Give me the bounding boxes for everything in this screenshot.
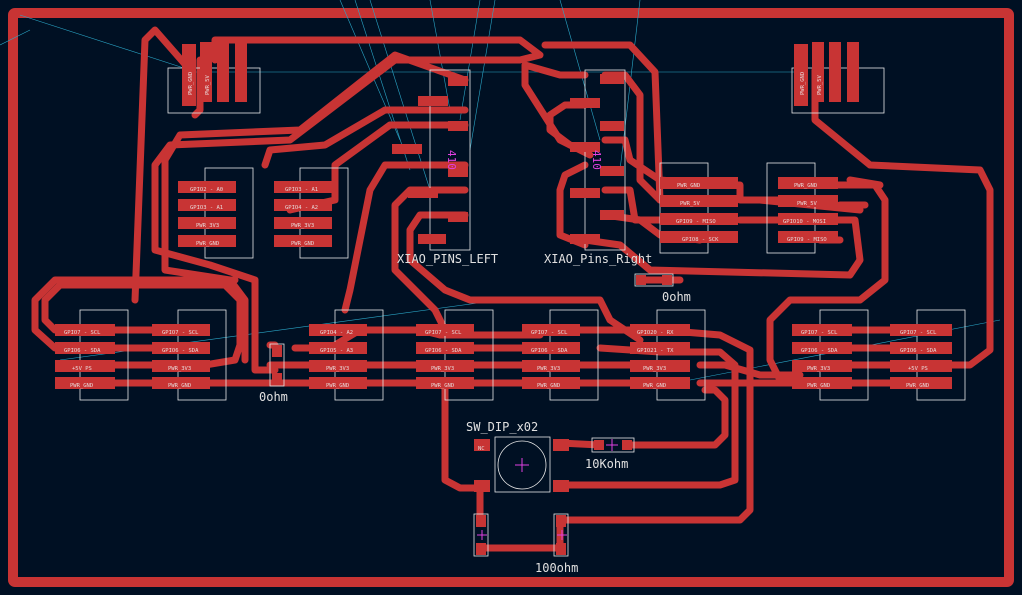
pad-label: GPIO7 - SCL	[425, 330, 462, 336]
header-spi-right[interactable]: PWR_GND PWR_5V GPIO10 - MOSI GPIO9 - MIS…	[778, 177, 838, 243]
pad-label: GPIO10 - MOSI	[783, 219, 826, 225]
fab-markers: 410 410	[445, 150, 618, 540]
top-left-connector[interactable]: PWR_GND PWR_5V	[182, 42, 247, 106]
ref-0ohm-right: 0ohm	[662, 290, 691, 304]
pad-label: PWR_GND	[196, 241, 219, 247]
pad-label: GPIO7 - SCL	[64, 330, 101, 336]
ref-10kohm: 10Kohm	[585, 457, 628, 471]
pad-label: +5V PS	[908, 366, 928, 372]
pad-label: GPIO6 - SDA	[900, 348, 937, 354]
pad-label: GPIO3 - A1	[190, 205, 223, 211]
ref-sw-dip: SW_DIP_x02	[466, 420, 538, 434]
board-edge-outline	[8, 8, 1014, 587]
pad-label: PWR_5V	[797, 201, 818, 207]
header-i2c-4[interactable]: GPIO7 - SCL GPIO6 - SDA PWR_3V3 PWR_GND	[522, 324, 580, 389]
pad-label: NC	[478, 446, 485, 452]
pad-label: GPIO21 - TX	[637, 348, 674, 354]
sw-dip-pads[interactable]: NC	[474, 439, 569, 492]
pad-label: PWR_3V3	[431, 366, 454, 372]
ref-100ohm: 100ohm	[535, 561, 578, 575]
pad-label: PWR_GND	[70, 383, 93, 389]
pad-label: GPIO3 - A1	[285, 187, 318, 193]
pad-label: GPIO8 - SCK	[682, 237, 719, 243]
copper-traces	[31, 26, 994, 552]
header-i2c-3[interactable]: GPIO7 - SCL GPIO6 - SDA PWR_3V3 PWR_GND	[416, 324, 474, 389]
header-i2c-6[interactable]: GPIO7 - SCL GPIO6 - SDA +5V PS PWR_GND	[890, 324, 952, 389]
ref-xiao-left: XIAO_PINS_LEFT	[397, 252, 498, 266]
fab-text-right: 410	[590, 150, 603, 170]
header-a0-a1[interactable]: GPIO2 - A0 GPIO3 - A1 PWR_3V3 PWR_GND	[178, 181, 236, 247]
header-i2c-2[interactable]: GPIO7 - SCL GPIO6 - SDA PWR_3V3 PWR_GND	[152, 324, 210, 389]
pad-label: GPIO6 - SDA	[531, 348, 568, 354]
pad-label: GPIO6 - SDA	[425, 348, 462, 354]
header-i2c-5[interactable]: GPIO7 - SCL GPIO6 - SDA PWR_3V3 PWR_GND	[792, 324, 852, 389]
silkscreen-outlines	[79, 67, 966, 557]
resistor-pads[interactable]	[272, 275, 672, 555]
pad-label: PWR_3V3	[807, 366, 830, 372]
xiao-right-pads[interactable]	[570, 74, 624, 244]
pad-label: +5V PS	[72, 366, 92, 372]
pad-label: GPIO7 - SCL	[900, 330, 937, 336]
pad-label: PWR_GND	[168, 383, 191, 389]
pad-label: GPIO4 - A2	[320, 330, 353, 336]
pad-label: GPIO6 - SDA	[801, 348, 838, 354]
pad-label: PWR_3V3	[168, 366, 191, 372]
pad-label: PWR_GND	[188, 72, 194, 95]
pad-label: GPIO4 - A2	[285, 205, 318, 211]
pad-label: PWR_3V3	[537, 366, 560, 372]
pad-label: PWR_3V3	[196, 223, 219, 229]
pad-label: GPIO6 - SDA	[64, 348, 101, 354]
pad-label: PWR_5V	[680, 201, 701, 207]
pad-label: PWR_GND	[537, 383, 560, 389]
pad-label: GPIO9 - MISO	[787, 237, 827, 243]
pad-label: PWR_GND	[677, 183, 700, 189]
pad-label: PWR_GND	[906, 383, 929, 389]
pad-label: GPIO7 - SCL	[531, 330, 568, 336]
header-a2-a3[interactable]: GPIO4 - A2 GPIO5 - A3 PWR_3V3 PWR_GND	[309, 324, 367, 389]
fab-text-left: 410	[445, 150, 458, 170]
ref-xiao-right: XIAO_Pins_Right	[544, 252, 652, 266]
pad-label: PWR_5V	[817, 74, 823, 95]
pad-label: PWR_GND	[643, 383, 666, 389]
pad-label: GPIO2 - A0	[190, 187, 223, 193]
header-spi-left[interactable]: PWR_GND PWR_5V GPIO9 - MISO GPIO8 - SCK	[660, 177, 738, 243]
pad-label: GPIO5 - A3	[320, 348, 353, 354]
header-i2c-1[interactable]: GPIO7 - SCL GPIO6 - SDA +5V PS PWR_GND	[55, 324, 115, 389]
pad-label: PWR_GND	[291, 241, 314, 247]
pad-label: PWR_GND	[807, 383, 830, 389]
pad-label: PWR_GND	[431, 383, 454, 389]
header-uart[interactable]: GPIO20 - RX GPIO21 - TX PWR_3V3 PWR_GND	[630, 324, 690, 389]
pad-label: PWR_GND	[800, 72, 806, 95]
pad-label: PWR_3V3	[291, 223, 314, 229]
pad-label: PWR_GND	[326, 383, 349, 389]
pad-label: PWR_GND	[794, 183, 817, 189]
pad-label: GPIO20 - RX	[637, 330, 674, 336]
pad-label: PWR_5V	[205, 74, 211, 95]
pad-label: PWR_3V3	[643, 366, 666, 372]
pad-label: GPIO7 - SCL	[162, 330, 199, 336]
header-a1-a2[interactable]: GPIO3 - A1 GPIO4 - A2 PWR_3V3 PWR_GND	[274, 181, 332, 247]
pad-label: GPIO6 - SDA	[162, 348, 199, 354]
pad-label: GPIO9 - MISO	[676, 219, 716, 225]
pad-label: PWR_3V3	[326, 366, 349, 372]
xiao-left-pads[interactable]	[392, 76, 468, 244]
pad-label: GPIO7 - SCL	[801, 330, 838, 336]
ref-0ohm-left: 0ohm	[259, 390, 288, 404]
top-right-connector[interactable]: PWR_GND PWR_5V	[794, 42, 859, 106]
